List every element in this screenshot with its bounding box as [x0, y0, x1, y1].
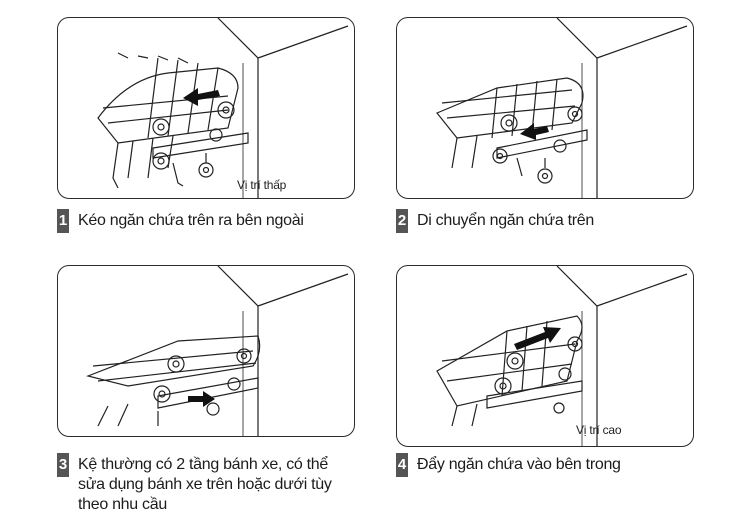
step-text: Di chuyển ngăn chứa trên [417, 212, 594, 229]
step-text: Kệ thường có 2 tầng bánh xe, có thể sửa … [78, 453, 332, 515]
illustration-panel-1: Vị trí thấp [57, 17, 355, 199]
step-number: 2 [396, 209, 408, 233]
step-3-caption: 3 Kệ thường có 2 tầng bánh xe, có thể sử… [57, 453, 332, 515]
push-arrow-icon [520, 123, 549, 140]
step-text: Đẩy ngăn chứa vào bên trong [417, 456, 621, 473]
position-label-high: Vị trí cao [576, 423, 622, 437]
illustration-panel-2 [396, 17, 694, 199]
step-2-caption: 2 Di chuyển ngăn chứa trên [396, 209, 594, 233]
rack-basket-illustration [436, 266, 688, 446]
pull-arrow-icon [183, 88, 220, 106]
illustration-panel-4: Vị trí cao [396, 265, 694, 447]
position-label-low: Vị trí thấp [237, 178, 287, 192]
step-text-line: sửa dụng bánh xe trên hoặc dưới tùy [78, 476, 332, 493]
rack-basket-illustration [436, 18, 688, 198]
push-arrow-icon [188, 391, 215, 407]
step-1-caption: 1 Kéo ngăn chứa trên ra bên ngoài [57, 209, 304, 233]
step-4-caption: 4 Đẩy ngăn chứa vào bên trong [396, 453, 621, 477]
rack-basket-illustration [86, 266, 349, 436]
push-arrow-icon [514, 327, 561, 350]
step-text-line: Kệ thường có 2 tầng bánh xe, có thể [78, 456, 328, 473]
step-number: 4 [396, 453, 408, 477]
illustration-panel-3 [57, 265, 355, 437]
step-number: 1 [57, 209, 69, 233]
step-number: 3 [57, 453, 69, 477]
step-text: Kéo ngăn chứa trên ra bên ngoài [78, 212, 304, 229]
rack-basket-illustration [97, 18, 349, 198]
step-text-line: theo nhu cầu [78, 496, 167, 513]
